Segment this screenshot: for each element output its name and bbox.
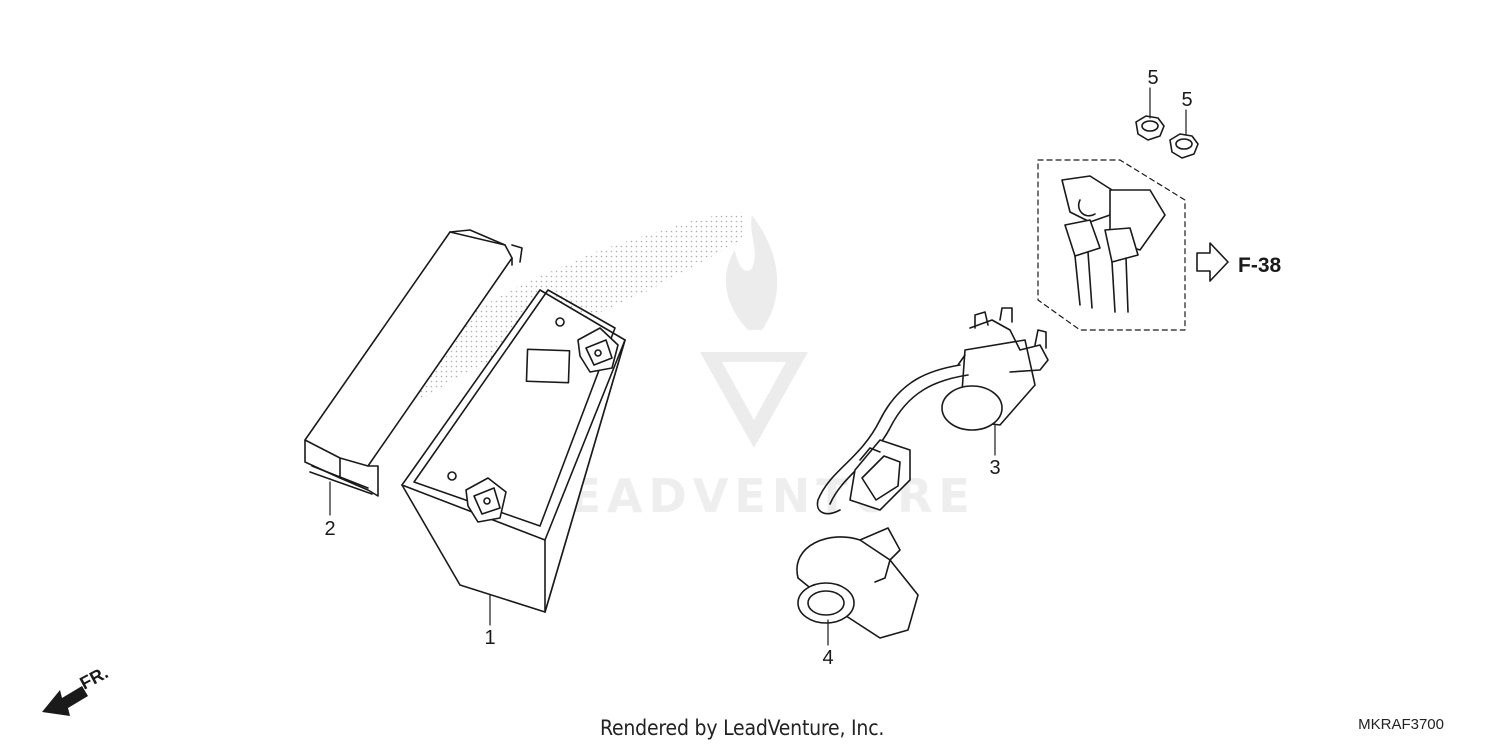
nut-right [1169, 133, 1199, 159]
starter-relay [816, 307, 1049, 515]
callout-4: 4 [822, 647, 833, 669]
leader-lines [329, 87, 1187, 646]
reference-label: F-38 [1238, 254, 1282, 277]
relay-cover [796, 527, 919, 639]
battery-band [304, 229, 523, 497]
drawing-code: MKRAF3700 [1358, 716, 1444, 733]
watermark-v-logo-icon [700, 352, 808, 448]
front-arrow-icon [42, 686, 88, 716]
footer-credit: Rendered by LeadVenture, Inc. [600, 716, 885, 740]
front-indicator: FR. [42, 662, 111, 716]
callout-5-right: 5 [1181, 89, 1192, 111]
reference-arrow-icon [1196, 242, 1229, 282]
nut-left [1135, 115, 1165, 141]
battery [401, 289, 626, 613]
callout-1: 1 [484, 627, 495, 649]
reference-box [1037, 159, 1186, 331]
callout-5-left: 5 [1147, 67, 1158, 89]
callout-2: 2 [324, 518, 335, 540]
callout-3: 3 [989, 457, 1000, 479]
watermark-flame-icon [725, 215, 778, 330]
